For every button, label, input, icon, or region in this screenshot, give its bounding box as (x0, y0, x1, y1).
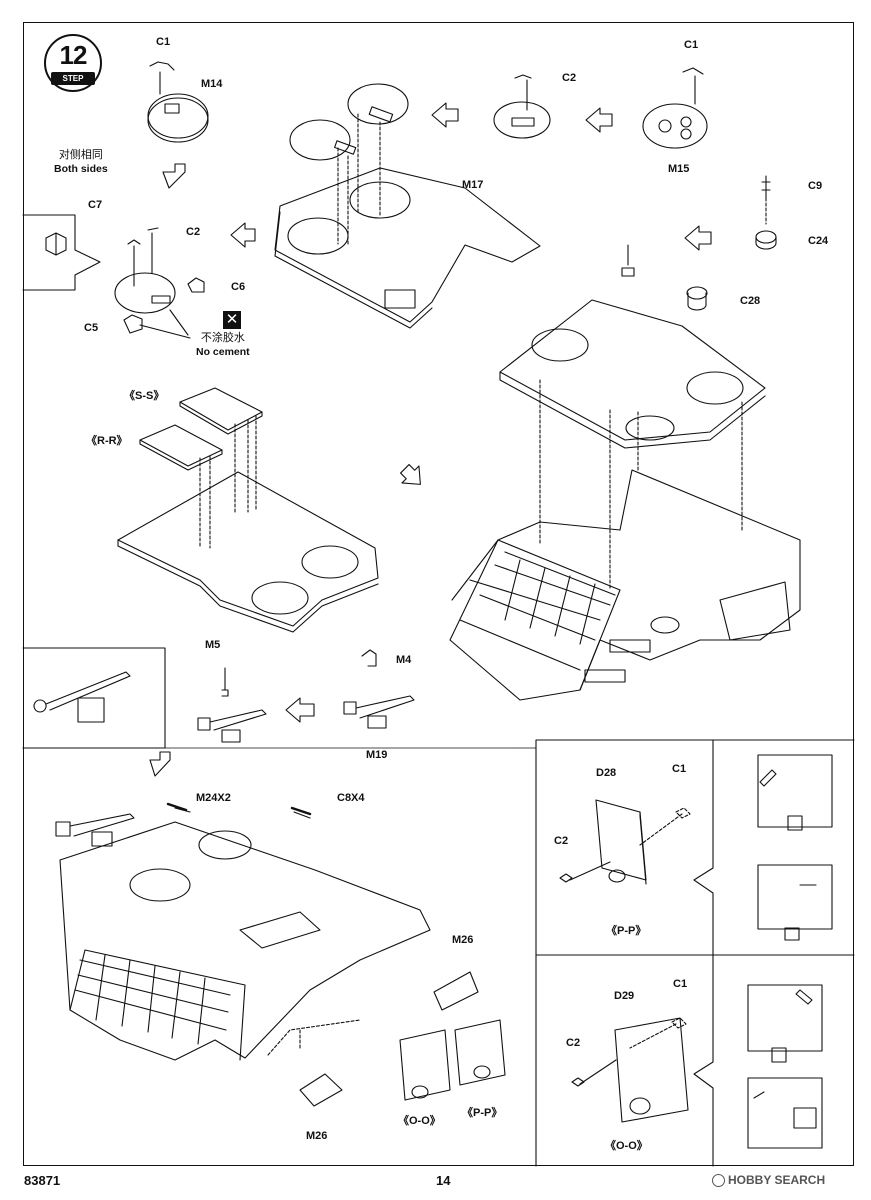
label-c1-pp: C1 (672, 763, 687, 775)
hatches-upper (289, 83, 409, 247)
label-c8x4: C8X4 (337, 792, 365, 804)
label-m4: M4 (396, 654, 412, 666)
deck-plate-m17 (274, 167, 541, 329)
both-sides-cn: 对侧相同 (58, 149, 103, 161)
label-m26-right: M26 (452, 934, 474, 946)
section-dividers-right (535, 739, 855, 1167)
step-badge: 12 STEP (44, 34, 102, 92)
hatch-c2-m15 (493, 67, 708, 149)
page-border (23, 22, 854, 1166)
label-c7: C7 (88, 199, 103, 211)
label-c2-pp: C2 (554, 835, 569, 847)
no-cement-icon: ✕ (223, 311, 241, 329)
bottom-plates (299, 971, 506, 1107)
label-c2-left: C2 (186, 226, 201, 238)
both-sides-en: Both sides (54, 162, 108, 175)
label-c2-oo: C2 (566, 1037, 581, 1049)
label-ss: 《S-S》 (124, 390, 165, 402)
watermark: HOBBY SEARCH (712, 1173, 825, 1187)
detail-box-top-left (22, 214, 101, 291)
page-number: 14 (436, 1173, 451, 1188)
both-sides-note: 对侧相同 Both sides (54, 149, 108, 176)
label-rr: 《R-R》 (86, 435, 128, 447)
label-m15: M15 (668, 163, 690, 175)
no-cement-en: No cement (196, 345, 250, 358)
hollow-arrows (149, 102, 712, 777)
label-c28: C28 (740, 295, 761, 307)
label-oo-title: 《O-O》 (605, 1140, 648, 1152)
label-pp-bottom: 《P-P》 (462, 1107, 503, 1119)
label-c1-oo: C1 (673, 978, 688, 990)
label-m17: M17 (462, 179, 484, 191)
hatch-c5-c6-c7 (45, 227, 205, 339)
label-m19: M19 (366, 749, 388, 761)
label-c6: C6 (231, 281, 246, 293)
label-c1-top: C1 (156, 36, 171, 48)
label-d29: D29 (614, 990, 635, 1002)
parts-c9-c24-c28 (621, 175, 777, 311)
step-number: 12 (59, 40, 88, 70)
plates-ss-rr (139, 387, 263, 549)
lower-deck (117, 471, 379, 633)
hull-assembly-bottom (55, 802, 431, 1061)
kit-number: 83871 (24, 1173, 61, 1188)
no-cement-note: 不涂胶水 No cement (196, 332, 250, 359)
label-m26-left: M26 (306, 1130, 328, 1142)
label-c2-top: C2 (562, 72, 577, 84)
label-pp-title: 《P-P》 (606, 925, 647, 937)
label-m5: M5 (205, 639, 221, 651)
hatch-m14 (147, 61, 209, 143)
hull-assembly-right (449, 299, 801, 701)
label-c24: C24 (808, 235, 829, 247)
watermark-logo-icon (712, 1174, 725, 1187)
label-c9: C9 (808, 180, 823, 192)
label-c5: C5 (84, 322, 99, 334)
step-label: STEP (51, 72, 95, 85)
label-m14: M14 (201, 78, 223, 90)
parts-m4-m5-m19 (33, 649, 415, 743)
label-d28: D28 (596, 767, 617, 779)
watermark-text: HOBBY SEARCH (728, 1173, 826, 1187)
no-cement-cn: 不涂胶水 (200, 332, 245, 344)
label-oo-bottom: 《O-O》 (398, 1115, 441, 1127)
panel-pp-detail (559, 754, 833, 941)
label-m24x2: M24X2 (196, 792, 231, 804)
label-c1-right: C1 (684, 39, 699, 51)
panel-oo-detail (571, 984, 823, 1149)
